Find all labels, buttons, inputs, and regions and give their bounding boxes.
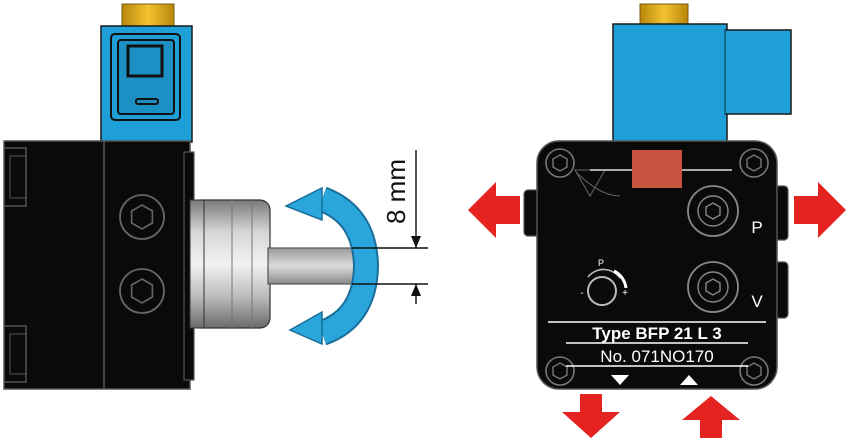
solenoid-connector-left: [121, 3, 175, 29]
pump-side-view: 8 mm: [3, 3, 428, 390]
pump-front-view: P V P - + Type BFP 21 L 3 No. 071NO170: [468, 3, 846, 438]
adjuster-label-p: P: [598, 258, 604, 268]
hex-bolt-lower: [119, 268, 165, 314]
red-arrow-icon: [468, 182, 520, 238]
hex-bolt-upper: [119, 194, 165, 240]
red-arrow-icon: [682, 396, 740, 438]
port-label-v: V: [751, 292, 763, 311]
pump-body-side: [4, 141, 190, 389]
solenoid-coil-right: [612, 23, 728, 147]
dimension-marker: [352, 150, 428, 304]
drive-shaft: [267, 247, 355, 285]
rotation-arrow-icon: [284, 186, 380, 346]
pressure-port: [687, 185, 739, 237]
red-arrow-icon: [562, 394, 620, 438]
corner-screw: [739, 148, 769, 178]
nameplate-number: No. 071NO170: [600, 347, 713, 366]
vacuum-port: [687, 261, 739, 313]
corner-screw: [545, 356, 575, 386]
red-arrow-icon: [794, 182, 846, 238]
corner-screw: [739, 356, 769, 386]
adjuster-plus: +: [622, 288, 628, 299]
shaft-dimension-label: 8 mm: [381, 159, 411, 224]
solenoid-connector-right: [639, 3, 689, 25]
corner-screw: [545, 148, 575, 178]
nameplate-type: Type BFP 21 L 3: [592, 324, 721, 343]
outlet-triangle-icon: [611, 375, 629, 385]
inlet-triangle-icon: [680, 375, 698, 385]
port-label-p: P: [751, 218, 762, 237]
adjuster-minus: -: [580, 288, 583, 299]
pressure-adjuster-knob: [587, 268, 628, 306]
red-indicator: [632, 150, 682, 188]
